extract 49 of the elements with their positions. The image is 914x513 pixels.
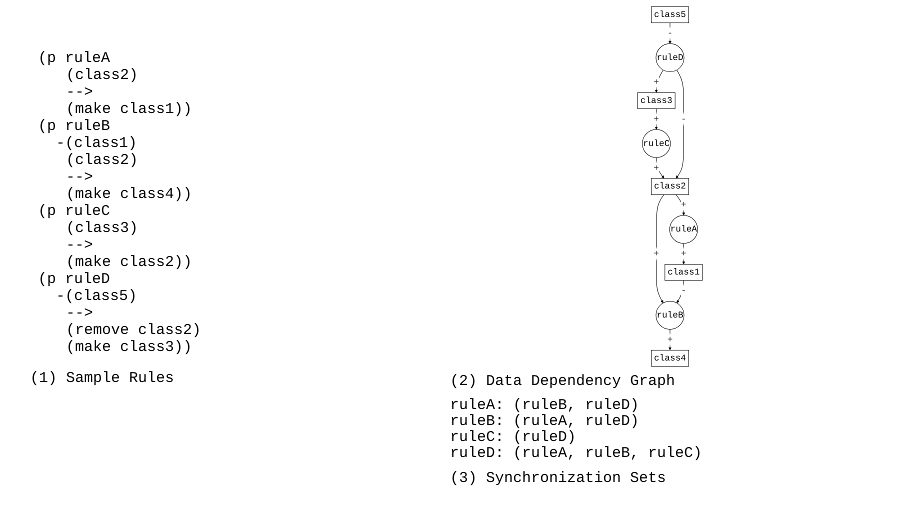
code-line: ruleC: (ruleD) [450, 430, 576, 446]
node-circle: ruleD [656, 43, 684, 72]
figure-caption: (1) Sample Rules [30, 370, 174, 387]
edge-label: + [680, 248, 686, 259]
code-line: --> [66, 237, 94, 254]
code-line: --> [66, 305, 94, 322]
code-line: ruleD: (ruleA, ruleB, ruleC) [450, 446, 702, 462]
code-line: (remove class2) [66, 322, 202, 339]
arrow [656, 157, 664, 179]
code-line: (class2) [66, 67, 138, 84]
edge-label: + [654, 76, 660, 88]
arrow [656, 194, 664, 304]
edge-label: - [680, 286, 686, 296]
code-line: (make class1)) [66, 101, 192, 118]
code-line: -(class5) [56, 288, 138, 305]
edge-label: - [667, 28, 673, 38]
edge-label: + [680, 200, 686, 210]
node-box: class2 [651, 178, 689, 195]
node-circle: ruleC [642, 129, 671, 158]
code-line: (p ruleA [38, 50, 110, 67]
figure-caption: (3) Synchronization Sets [450, 470, 666, 487]
node-box: class3 [637, 92, 676, 109]
code-line: (class3) [66, 220, 138, 237]
node-box: class4 [651, 350, 689, 367]
node-box: class5 [651, 6, 689, 24]
figure-caption: (2) Data Dependency Graph [450, 373, 676, 390]
code-line: -(class1) [56, 135, 138, 152]
code-line: (p ruleB [38, 118, 110, 135]
code-line: (make class2)) [66, 254, 192, 271]
code-line: --> [66, 169, 94, 186]
node-circle: ruleA [669, 215, 698, 244]
edge-label: + [667, 334, 673, 345]
node-box: class1 [664, 264, 703, 281]
edge-label: + [654, 114, 660, 124]
arrow [676, 280, 684, 304]
arrow [676, 70, 684, 179]
edge-label: + [654, 162, 660, 173]
node-circle: ruleB [656, 301, 684, 330]
code-line: --> [66, 84, 94, 101]
code-line: ruleA: (ruleB, ruleD) [450, 398, 640, 414]
edge-label: - [680, 114, 686, 124]
code-line: (make class4)) [66, 186, 192, 203]
edge-label: + [654, 248, 660, 259]
code-line: (p ruleC [38, 203, 110, 220]
code-line: (p ruleD [38, 271, 110, 288]
code-line: (class2) [66, 152, 138, 169]
code-line: (make class3)) [66, 339, 192, 356]
arrow [668, 22, 672, 44]
code-line: ruleB: (ruleA, ruleD) [450, 414, 640, 430]
